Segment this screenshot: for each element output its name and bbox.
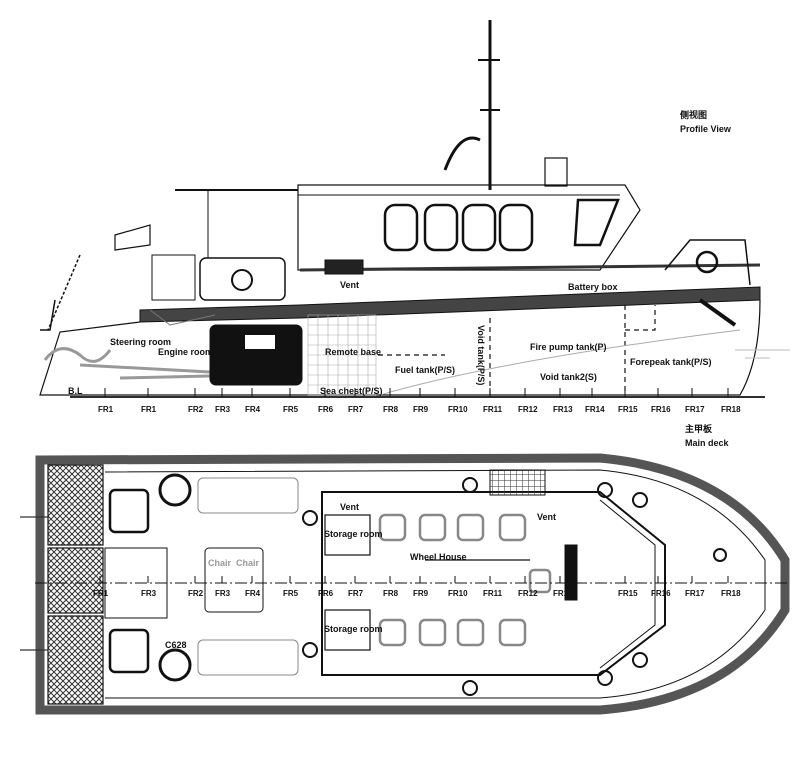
frame-label: FR5	[283, 405, 299, 414]
frame-label: FR18	[721, 405, 741, 414]
frame-label: FR4	[245, 405, 261, 414]
flag	[114, 224, 151, 251]
frame-label: FR4	[245, 589, 261, 598]
frame-label: FR8	[383, 405, 399, 414]
frame-label: FR8	[383, 589, 399, 598]
frame-label: FR15	[618, 405, 638, 414]
plan-title-cn: 主甲板	[685, 423, 713, 434]
frame-label: FR13	[553, 405, 573, 414]
frame-label: FR12	[518, 405, 538, 414]
wheelhouse-windows	[383, 198, 620, 252]
plan-hull-outline	[35, 453, 790, 715]
frame-label: FR5	[283, 589, 299, 598]
chair-2-label: Chair	[236, 558, 260, 568]
baseline-label: B.L	[68, 386, 83, 396]
remote-base-label: Remote base	[325, 347, 381, 357]
frame-label: FR17	[685, 589, 705, 598]
frame-label: FR2	[188, 405, 204, 414]
wheel-house-label: Wheel House	[410, 552, 467, 562]
remote-base-grid	[307, 314, 377, 396]
frame-label: FR16	[651, 405, 671, 414]
swim-platform	[47, 464, 104, 705]
chair-1-label: Chair	[208, 558, 232, 568]
fuel-tank-label: Fuel tank(P/S)	[395, 365, 455, 375]
frame-label: FR6	[318, 405, 334, 414]
frame-label: FR3	[215, 405, 231, 414]
engine	[209, 324, 303, 386]
frame-label: FR15	[618, 589, 638, 598]
frame-label: FR1	[98, 405, 114, 414]
frame-label: FR10	[448, 405, 468, 414]
frame-label: FR11	[483, 589, 503, 598]
frame-label: FR3	[215, 589, 231, 598]
bollards	[302, 477, 727, 696]
frame-label: FR16	[651, 589, 671, 598]
frame-label: FR13	[553, 589, 573, 598]
tank-bulkheads	[378, 305, 656, 395]
vent-2-label: Vent	[537, 512, 556, 522]
void-tank-vertical-label: Void tank(P/S)	[476, 325, 486, 385]
main-deck	[139, 286, 761, 323]
c628-label: C628	[165, 640, 187, 650]
frame-label: FR1	[141, 405, 157, 414]
radar-dome	[443, 136, 481, 171]
storage-room-2-label: Storage room	[324, 624, 383, 634]
steering-room-label: Steering room	[110, 337, 171, 347]
frame-label: FR6	[318, 589, 334, 598]
main-deck-plan	[20, 453, 790, 715]
frame-label: FR3	[141, 589, 157, 598]
engine-room-label: Engine room(P/S)	[158, 347, 234, 357]
frame-label: FR9	[413, 405, 429, 414]
wheelhouse-outline	[297, 184, 641, 271]
frame-label: FR17	[685, 405, 705, 414]
frame-label: FR11	[483, 405, 503, 414]
void-tank-label: Void tank2(S)	[540, 372, 597, 382]
plan-title: Main deck	[685, 438, 730, 448]
frame-label: FR1	[93, 589, 109, 598]
frame-label: FR2	[188, 589, 204, 598]
propeller-shaft	[43, 347, 211, 380]
frame-label: FR12	[518, 589, 538, 598]
profile-title-cn: 侧视图	[680, 109, 707, 120]
frame-label: FR7	[348, 405, 364, 414]
battery-box-label: Battery box	[568, 282, 618, 292]
frame-label: FR9	[413, 589, 429, 598]
wheelhouse-plan	[321, 491, 666, 676]
frame-label: FR7	[348, 589, 364, 598]
vent-label: Vent	[340, 280, 359, 290]
vent-1-label: Vent	[340, 502, 359, 512]
frame-label: FR14	[585, 405, 605, 414]
storage-room-1-label: Storage room	[324, 529, 383, 539]
frame-label: FR18	[721, 589, 741, 598]
profile-title: Profile View	[680, 124, 732, 134]
forepeak-tank-label: Forepeak tank(P/S)	[630, 357, 712, 367]
frame-label: FR10	[448, 589, 468, 598]
sea-chest-label: Sea chest(P/S)	[320, 386, 383, 396]
passenger-seats	[378, 513, 552, 647]
profile-view	[39, 20, 790, 398]
fire-pump-tank-label: Fire pump tank(P)	[530, 342, 607, 352]
